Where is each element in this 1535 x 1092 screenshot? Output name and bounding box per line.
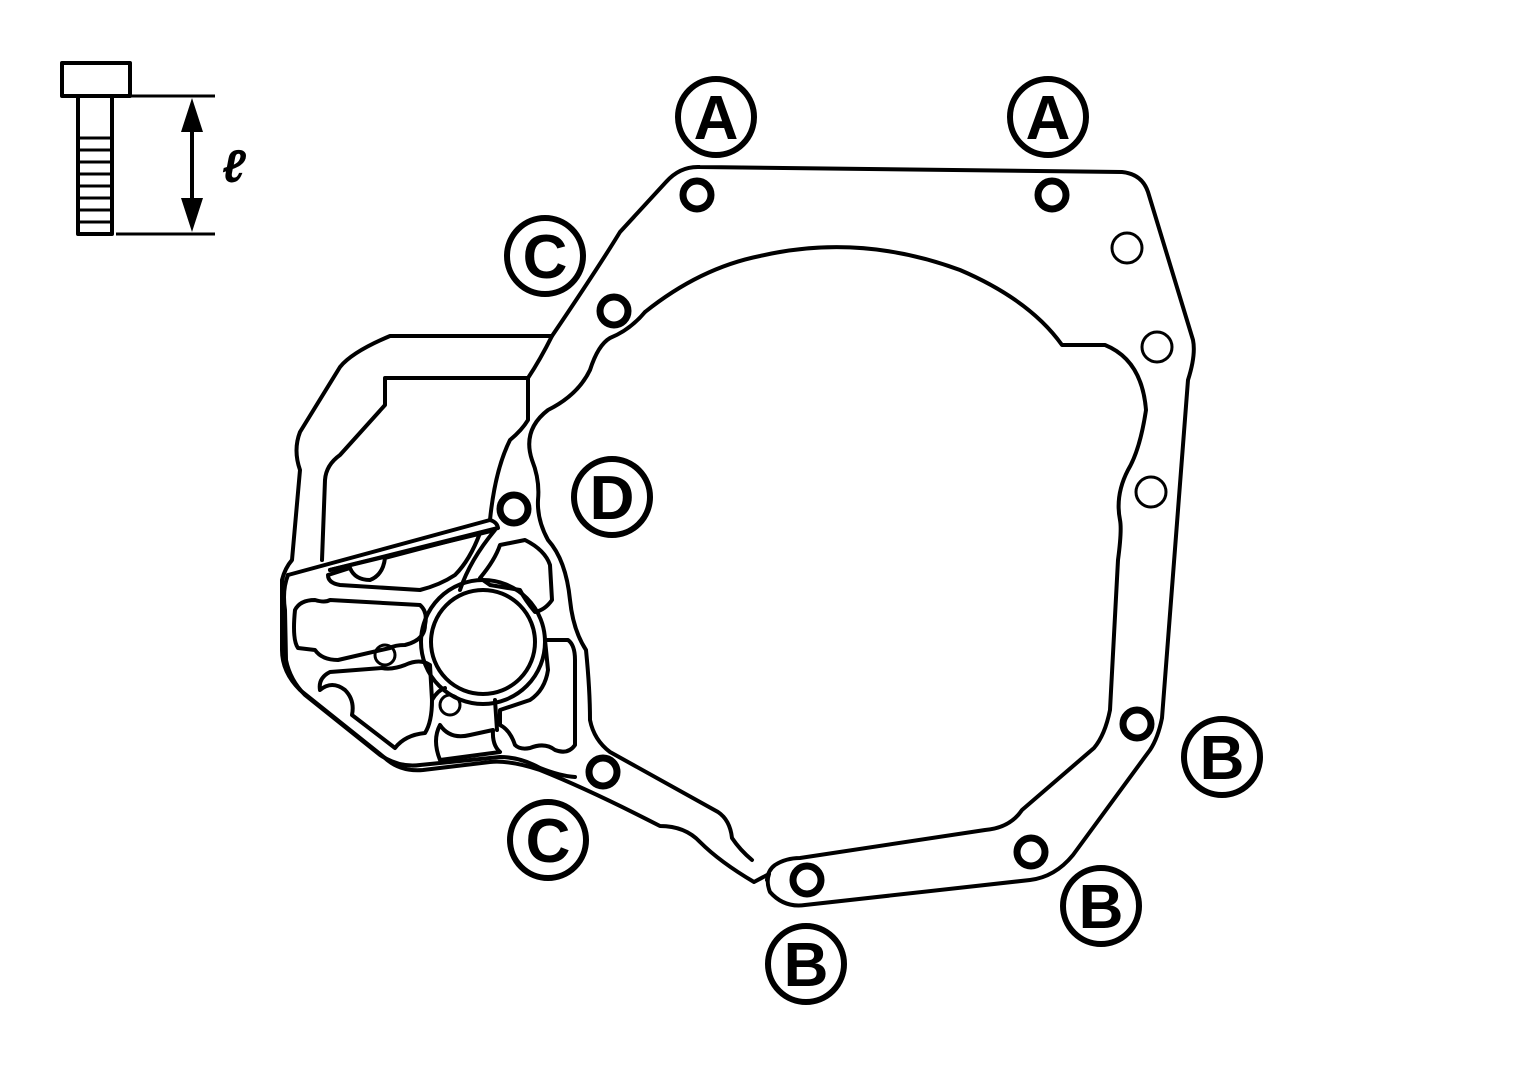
callout-d1: D <box>571 456 653 538</box>
bolt-hole-plain-1 <box>1110 231 1144 265</box>
callout-b1-label: B <box>784 931 829 1000</box>
callout-a2: A <box>1007 76 1089 158</box>
callout-a2-label: A <box>1026 84 1071 153</box>
callout-d1-label: D <box>590 464 635 533</box>
bolt-thread <box>80 136 110 224</box>
bolt-hole-b2 <box>1013 834 1049 870</box>
channel-cell-6 <box>434 723 502 762</box>
bolt-hole-a1 <box>679 177 715 213</box>
valve-body-top-edge <box>286 518 500 577</box>
bolt-head <box>60 61 132 98</box>
housing-outer-contour <box>280 164 1196 908</box>
callout-b1: B <box>765 923 847 1005</box>
channel-cell-5 <box>498 638 577 754</box>
bolt-hole-plain-5 <box>438 693 462 717</box>
dimension-arrow-up <box>181 98 203 132</box>
callout-b2: B <box>1060 865 1142 947</box>
bolt-hole-plain-3 <box>1134 475 1168 509</box>
sub-housing-rib <box>488 376 530 522</box>
shaft-bore-outer <box>419 578 547 706</box>
dimension-arrow-down <box>181 198 203 232</box>
housing-bell-left-edge <box>527 310 754 862</box>
bolt-hole-c2 <box>585 754 621 790</box>
callout-c2-label: C <box>526 807 571 876</box>
bolt-hole-c1 <box>596 293 632 329</box>
callouts: A A C C D B B B <box>504 76 1263 1005</box>
bolt-shank <box>76 94 114 236</box>
bolt-hole-plain-2 <box>1140 330 1174 364</box>
bolt-hole-d1 <box>496 491 532 527</box>
sub-housing-contour <box>320 334 554 562</box>
bolt-hole-a2 <box>1034 177 1070 213</box>
callout-b3-label: B <box>1200 724 1245 793</box>
length-symbol: ℓ <box>222 140 246 192</box>
callout-c1: C <box>504 215 586 297</box>
bolt-holes <box>373 177 1174 898</box>
callout-a1-label: A <box>694 84 739 153</box>
housing <box>280 164 1196 908</box>
bolt-hole-plain-4 <box>373 643 397 667</box>
housing-bell-opening <box>643 245 1148 882</box>
bolt-hole-b1 <box>789 862 825 898</box>
callout-c1-label: C <box>523 223 568 292</box>
shaft-bore-inner <box>429 588 537 696</box>
channel-cell-2 <box>292 598 428 662</box>
callout-c2: C <box>507 799 589 881</box>
channel-cell-3 <box>317 659 434 750</box>
channel-cell-4 <box>478 538 554 614</box>
callout-a1: A <box>675 76 757 158</box>
channel-cell-1 <box>326 531 482 592</box>
bolt-hole-b3 <box>1119 706 1155 742</box>
shaft-bore <box>419 578 547 706</box>
valve-body-outer <box>282 573 577 779</box>
callout-b3: B <box>1181 716 1263 798</box>
rib-3 <box>493 698 499 732</box>
callout-b2-label: B <box>1079 873 1124 942</box>
bolt-length-legend: ℓ <box>60 61 246 236</box>
